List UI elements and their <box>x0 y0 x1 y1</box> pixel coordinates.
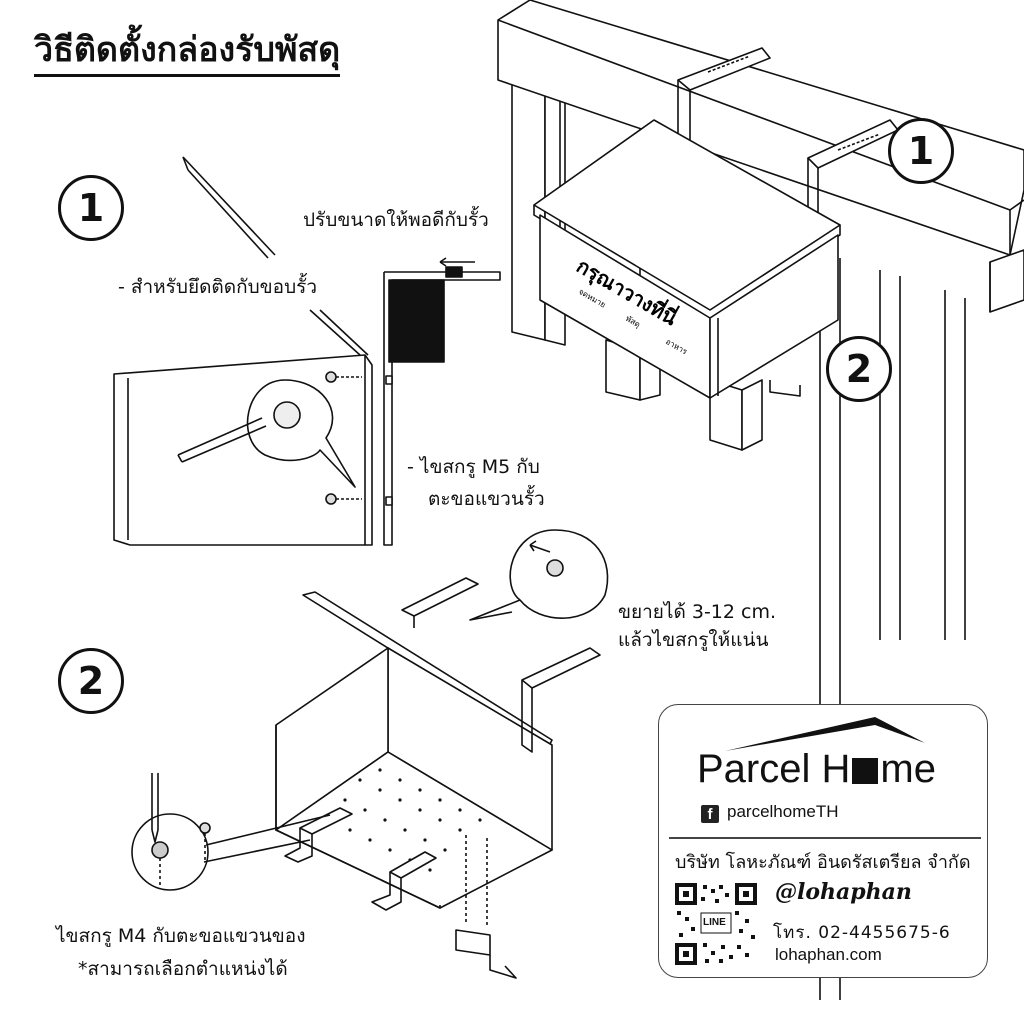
step1-illustration <box>113 156 501 546</box>
callout-1: 1 <box>888 118 954 184</box>
phone-number: โทร. 02-4455675-6 <box>773 923 951 943</box>
card-divider <box>669 837 981 839</box>
extend-label-1: ขยายได้ 3-12 cm. <box>618 601 777 623</box>
website: lohaphan.com <box>775 945 882 964</box>
fence-illustration <box>497 0 1024 1000</box>
qr-line-label: LINE <box>703 917 726 928</box>
step2-illustration <box>131 529 609 979</box>
adjust-size-label: ปรับขนาดให้พอดีกับรั้ว <box>303 209 489 231</box>
box-logo-icon <box>852 758 879 784</box>
page-title: วิธีติดตั้งกล่องรับพัสดุ <box>34 28 341 77</box>
screw-m4-label-1: ไขสกรู M4 กับตะขอแขวนของ <box>56 925 306 947</box>
screw-m5-label-2: ตะขอแขวนรั้ว <box>428 488 545 510</box>
callout-2: 2 <box>826 336 892 402</box>
facebook-icon: f <box>701 805 719 823</box>
step1-number: 1 <box>58 175 124 241</box>
screw-m5-label-1: - ไขสกรู M5 กับ <box>407 456 540 478</box>
screw-m4-label-2: *สามารถเลือกตำแหน่งได้ <box>78 958 288 980</box>
fence-edge-label: - สำหรับยึดติดกับขอบรั้ว <box>118 276 317 298</box>
line-handle: @lohaphan <box>775 879 912 905</box>
step2-number: 2 <box>58 648 124 714</box>
company-name: บริษัท โลหะภัณฑ์ อินดรัสเตรียล จำกัด <box>675 852 971 873</box>
extend-label-2: แล้วไขสกรูให้แน่น <box>618 629 769 651</box>
facebook-handle: parcelhomeTH <box>727 802 839 821</box>
line-qr-code <box>675 883 757 965</box>
